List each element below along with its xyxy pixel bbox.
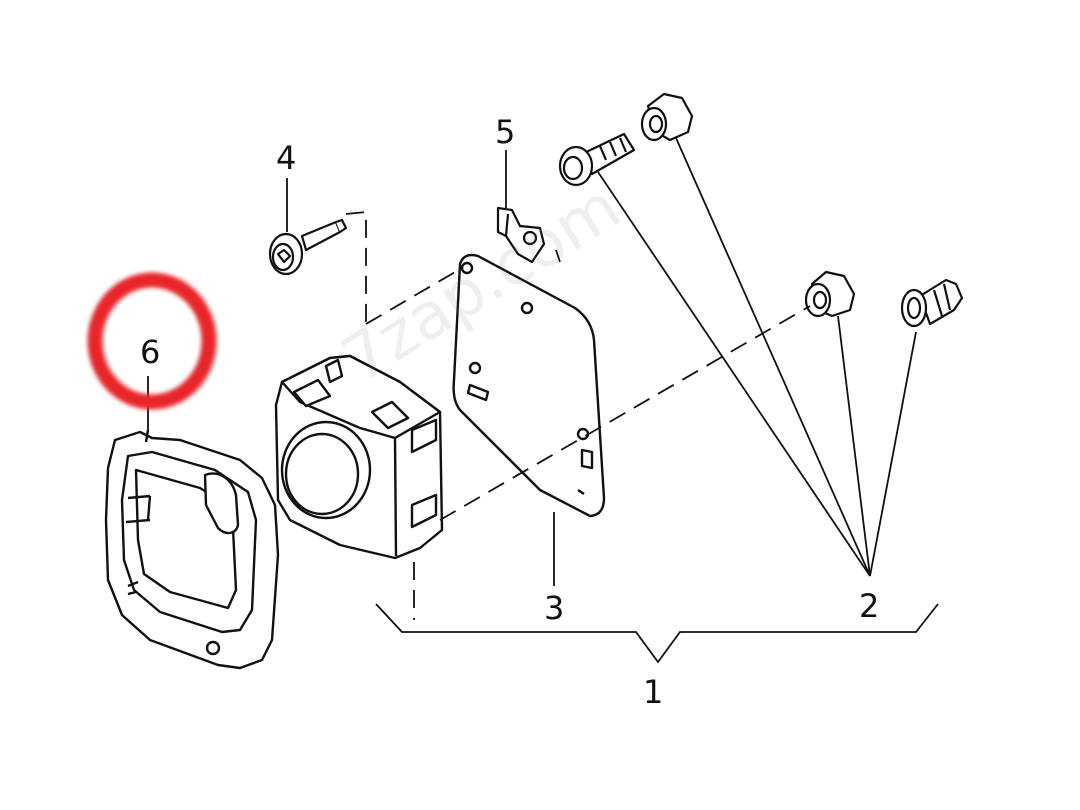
grommet-part[interactable] [900, 278, 964, 328]
callout-4[interactable]: 4 [276, 139, 297, 177]
screw-part[interactable] [268, 218, 348, 276]
assembly-guide-lines [345, 211, 811, 620]
gasket-frame-part[interactable] [104, 429, 280, 670]
sensor-housing-part[interactable] [274, 354, 444, 560]
flange-nut-bottom-part[interactable] [804, 270, 856, 318]
callout-1[interactable]: 1 [643, 673, 664, 711]
leader-lines [147, 137, 917, 586]
assembly-bracket [375, 603, 939, 664]
callout-5[interactable]: 5 [495, 113, 516, 151]
clip-nut-part[interactable] [496, 206, 546, 264]
callout-2[interactable]: 2 [859, 587, 880, 625]
highlight-circle [87, 272, 217, 410]
bolt-part[interactable] [558, 132, 636, 187]
flange-nut-top-part[interactable] [640, 92, 694, 142]
callout-6[interactable]: 6 [140, 333, 161, 371]
callout-3[interactable]: 3 [544, 589, 565, 627]
mounting-plate-part[interactable] [452, 253, 606, 518]
